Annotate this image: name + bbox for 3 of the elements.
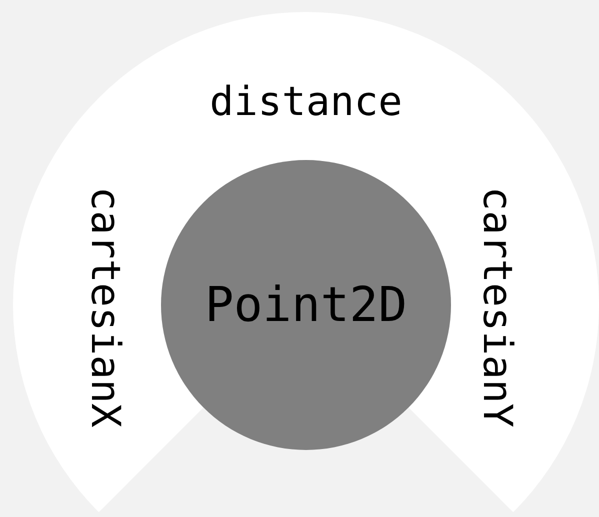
method-label: cartesianY bbox=[477, 186, 517, 428]
method-label: distance bbox=[210, 82, 402, 122]
method-label: cartesianX bbox=[85, 186, 125, 428]
